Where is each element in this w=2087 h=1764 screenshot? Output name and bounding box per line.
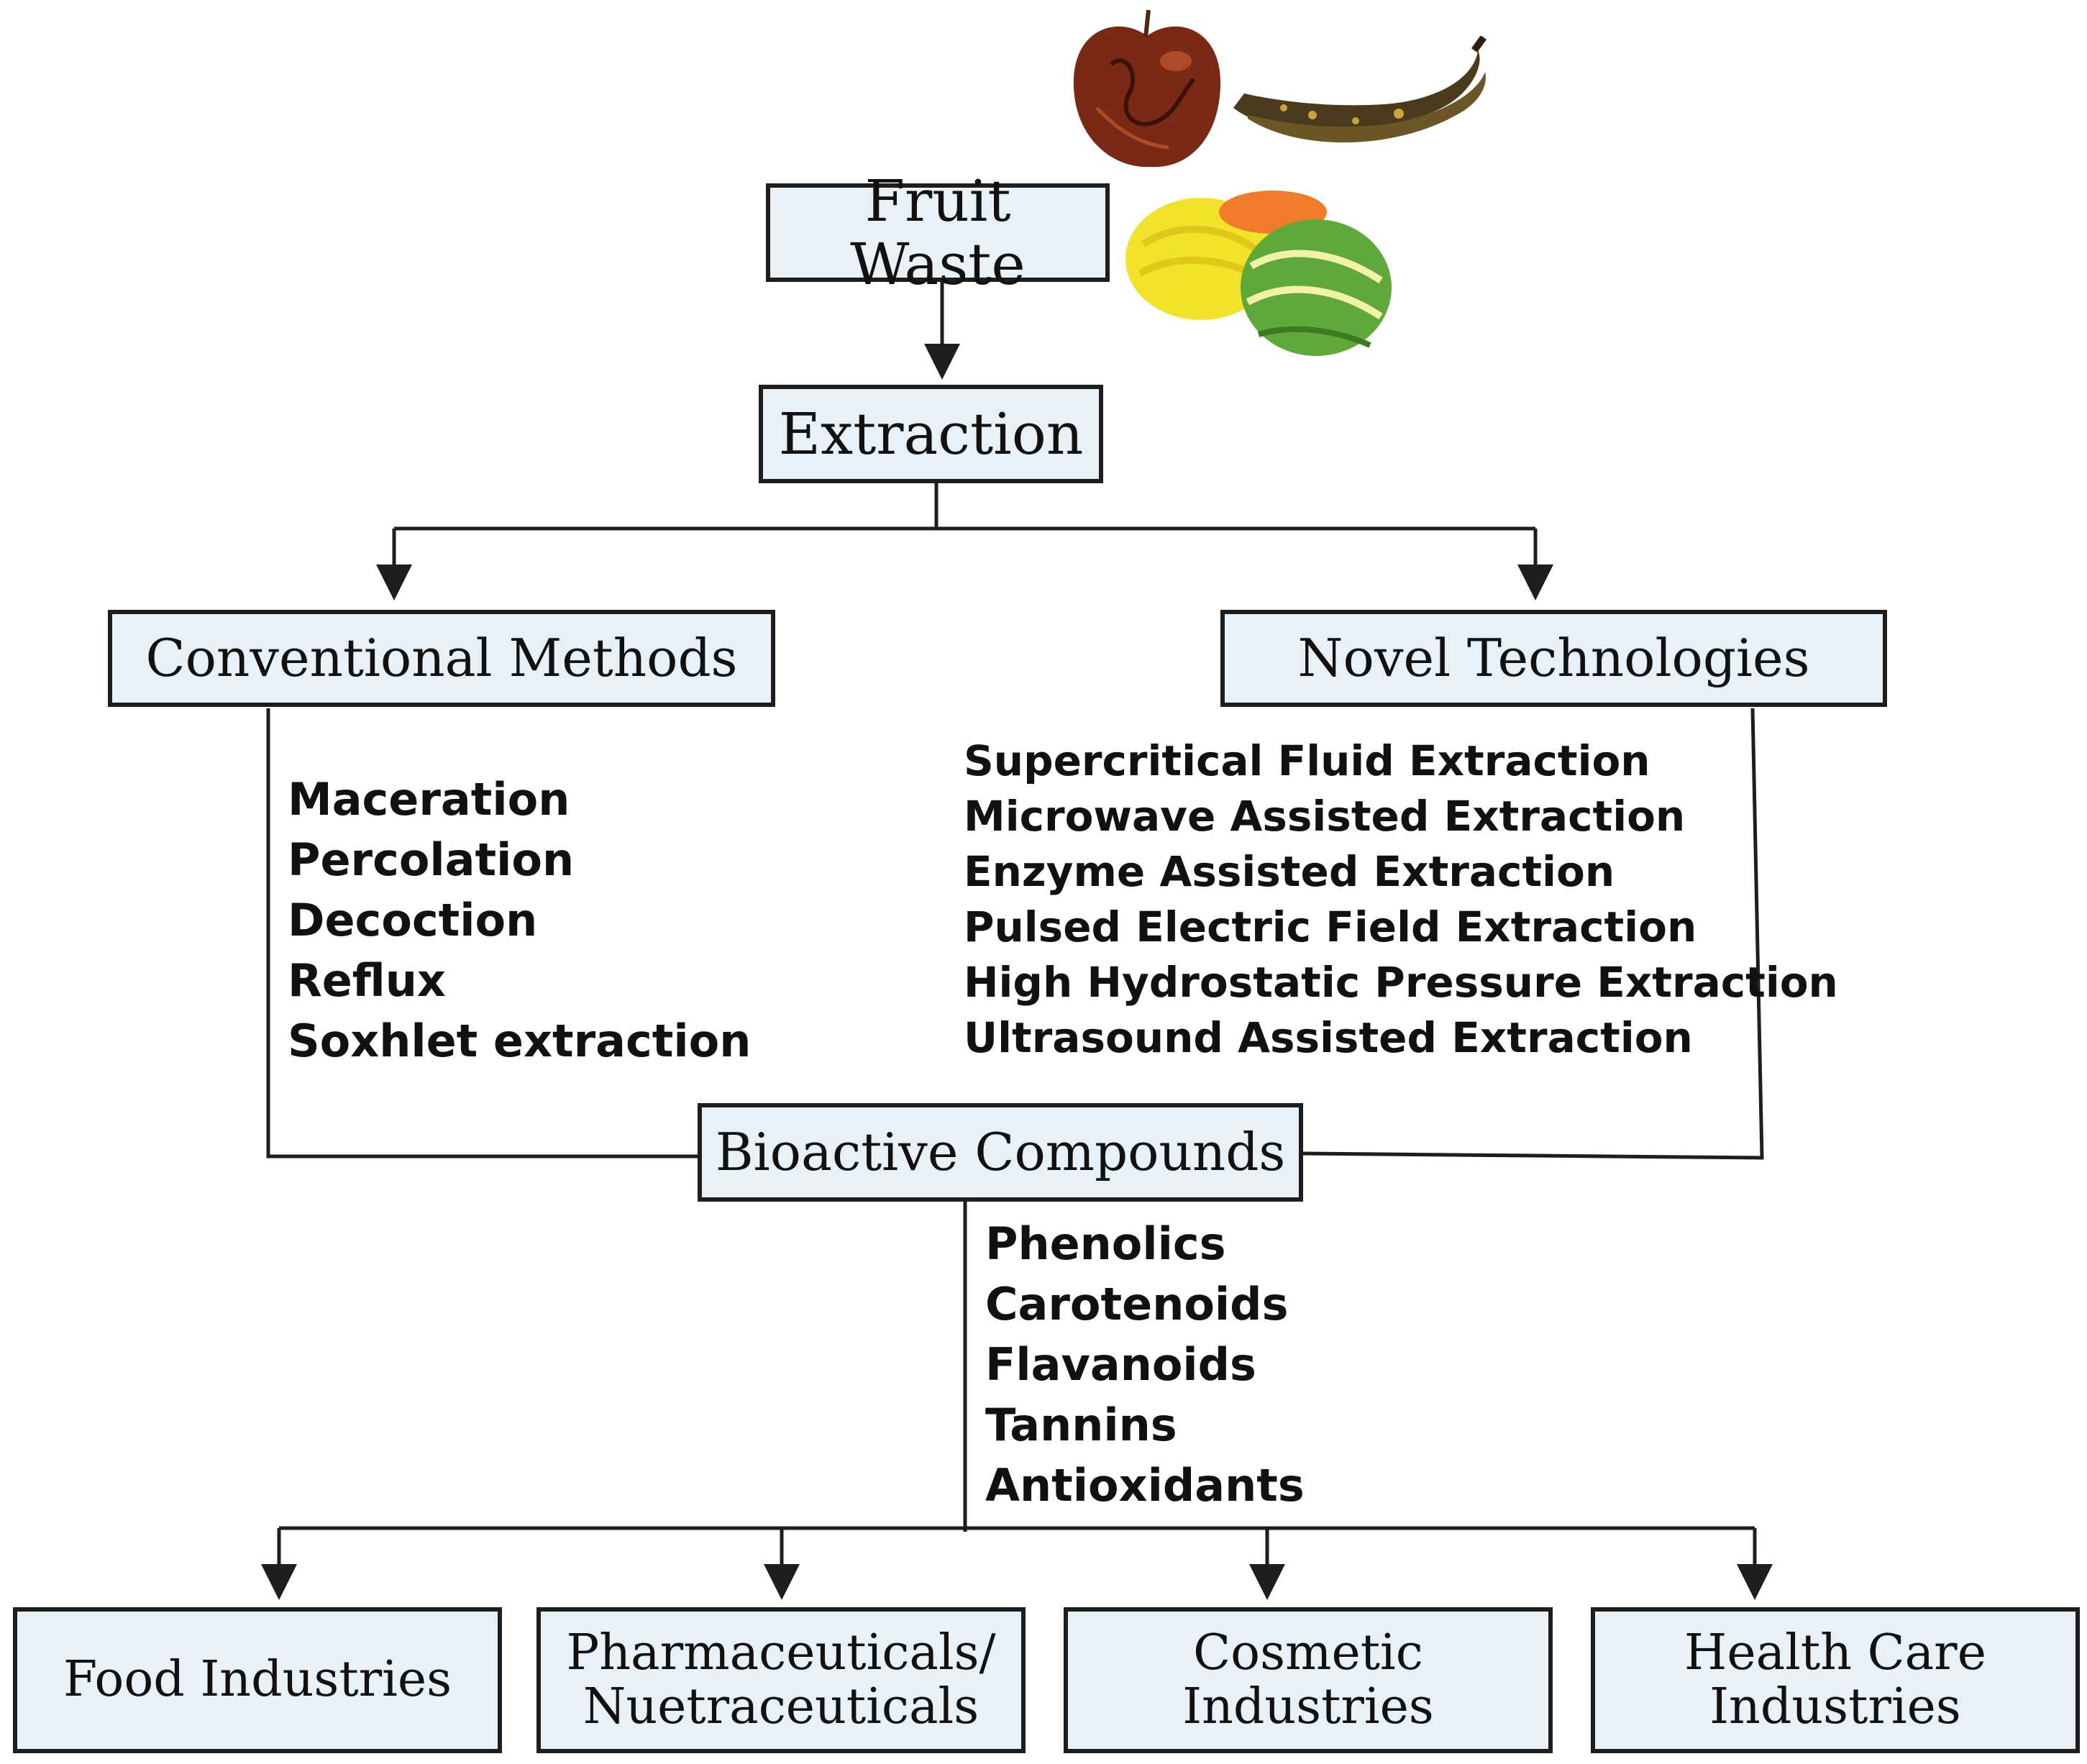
list-item: Pulsed Electric Field Extraction: [964, 902, 1697, 951]
industry-cosmetic-line1: Cosmetic: [1193, 1624, 1423, 1681]
list-item: Maceration: [288, 773, 570, 826]
list-item: Enzyme Assisted Extraction: [964, 847, 1615, 896]
fruit-peels-icon: [1125, 191, 1392, 356]
list-item: Decoction: [288, 894, 538, 946]
industry-pharma-node: Pharmaceuticals/ Nuetraceuticals: [536, 1607, 1026, 1753]
line-conventional-to-bioactive: [266, 708, 701, 1159]
industry-cosmetic-line2: Industries: [1182, 1678, 1434, 1735]
industry-food-node: Food Industries: [13, 1607, 502, 1753]
list-item: High Hydrostatic Pressure Extraction: [964, 958, 1838, 1007]
conventional-methods-node: Conventional Methods: [108, 610, 775, 707]
list-item: Microwave Assisted Extraction: [964, 792, 1686, 841]
conventional-methods-list: Maceration Percolation Decoction Reflux …: [288, 769, 751, 1071]
list-item: Soxhlet extraction: [288, 1015, 752, 1067]
industry-pharma-line2: Nuetraceuticals: [583, 1678, 979, 1735]
list-item: Reflux: [288, 954, 446, 1007]
bioactive-compounds-node: Bioactive Compounds: [698, 1103, 1303, 1202]
list-item: Antioxidants: [985, 1459, 1305, 1512]
novel-technologies-list: Supercritical Fluid Extraction Microwave…: [964, 734, 1838, 1066]
industry-healthcare-line1: Health Care: [1684, 1624, 1986, 1681]
list-item: Flavanoids: [985, 1338, 1256, 1391]
list-item: Carotenoids: [985, 1278, 1289, 1330]
list-item: Percolation: [288, 833, 575, 886]
novel-technologies-node: Novel Technologies: [1220, 610, 1887, 707]
industry-healthcare-node: Health Care Industries: [1591, 1607, 2080, 1753]
industry-healthcare-line2: Industries: [1709, 1678, 1961, 1735]
rotten-banana-icon: [1233, 36, 1487, 143]
industry-cosmetic-node: Cosmetic Industries: [1064, 1607, 1553, 1753]
rotten-apple-icon: [1073, 9, 1221, 168]
extraction-node: Extraction: [759, 385, 1103, 483]
line-novel-to-bioactive: [1301, 708, 1764, 1160]
bioactive-compounds-list: Phenolics Carotenoids Flavanoids Tannins…: [985, 1214, 1305, 1516]
fruit-waste-node: Fruit Waste: [766, 169, 1110, 296]
list-item: Tannins: [985, 1399, 1177, 1451]
industry-food-line1: Food Industries: [63, 1651, 452, 1709]
list-item: Supercritical Fluid Extraction: [964, 736, 1650, 785]
list-item: Ultrasound Assisted Extraction: [964, 1013, 1693, 1062]
industry-pharma-line1: Pharmaceuticals/: [566, 1624, 996, 1681]
list-item: Phenolics: [985, 1217, 1226, 1270]
